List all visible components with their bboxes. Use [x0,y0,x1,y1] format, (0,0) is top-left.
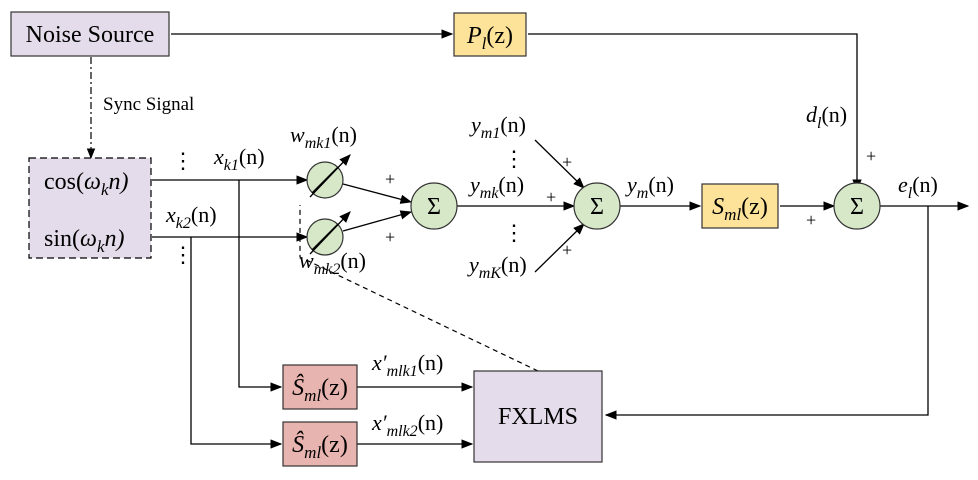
wire-xk1-to-est1 [238,180,283,392]
plus-secondary: + [806,210,816,230]
wire-w1-to-sum1 [342,183,413,204]
svg-text:Σ: Σ [850,194,864,220]
wire-ym1-to-sum2 [534,139,585,189]
xk1-label: xk1(n) [213,144,265,174]
weight-2 [306,211,351,256]
secondary-estimate-label-1: Ŝml(z) [292,374,348,405]
adaptation-dashed-line [299,205,539,372]
noise-source-label: Noise Source [26,22,155,48]
plus-dl: + [866,146,876,166]
plus-ymK: + [562,240,572,260]
ellipsis-ym-bottom: ⋮ [503,220,525,245]
svg-text:Σ: Σ [427,194,441,220]
wire-error-to-fxlms [604,206,929,420]
secondary-path-block: Sml(z) [701,183,779,229]
ellipsis-ym-top: ⋮ [503,146,525,171]
xk2-label: xk2(n) [165,202,217,232]
weight-1 [306,154,351,199]
ymk-label: ymk(n) [468,172,524,202]
sum-node-1: Σ [410,182,458,230]
sync-signal-label: Sync Signal [103,94,194,115]
sin-generator-label: sin(ωkn) [44,226,125,256]
secondary-estimate-label-2: Ŝml(z) [292,431,348,462]
weight-2-adjust-arrow [309,211,351,255]
secondary-path-label: Sml(z) [712,194,768,224]
ellipsis-bottom-left: ⋮ [172,242,194,267]
reference-generator-block: cos(ωkn) sin(ωkn) [28,157,152,259]
fxlms-label: FXLMS [498,404,578,430]
ym1-label: ym1(n) [469,112,526,142]
wire-xk2-to-est2 [190,237,283,449]
ym-label: ym(n) [625,172,674,202]
wire-w2-to-sum1 [342,210,413,232]
plus-w1: + [385,169,395,189]
xp-mlk2-label: x′mlk2(n) [371,410,443,440]
wire-plant-to-sum [528,33,862,192]
sum-node-2: Σ [573,182,621,230]
secondary-estimate-block-1: Ŝml(z) [282,364,358,410]
svg-text:Σ: Σ [590,194,604,220]
wire-ymK-to-sum2 [534,223,585,273]
sum-node-3: Σ [833,182,881,230]
noise-source-block: Noise Source [10,11,170,57]
el-label: el(n) [898,172,938,202]
primary-path-label: Pl(z) [466,23,513,53]
primary-path-block: Pl(z) [453,12,527,57]
ymK-label: ymK(n) [467,252,527,282]
wmk2-label: wmk2(n) [299,248,366,278]
dl-label: dl(n) [806,102,847,132]
ellipsis-top-left: ⋮ [172,148,194,173]
plus-ym1: + [562,152,572,172]
wmk1-label: wmk1(n) [290,122,357,152]
cos-generator-label: cos(ωkn) [44,169,128,199]
fxlms-block: FXLMS [473,370,603,463]
plus-w2: + [385,227,395,247]
weight-1-adjust-arrow [309,154,351,198]
secondary-estimate-block-2: Ŝml(z) [282,421,358,467]
plus-ymk: + [546,187,556,207]
xp-mlk1-label: x′mlk1(n) [371,350,443,380]
